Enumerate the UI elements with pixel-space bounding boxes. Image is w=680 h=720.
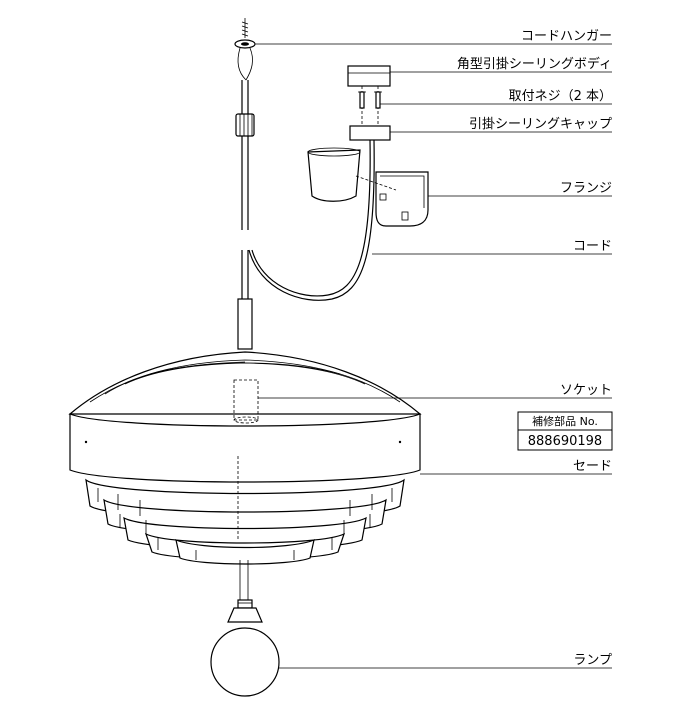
part-number-box: 補修部品 No. 888690198	[517, 411, 613, 451]
label-cord: コード	[573, 239, 612, 254]
label-cord-hanger: コードハンガー	[521, 29, 612, 44]
part-number-title: 補修部品 No.	[532, 414, 598, 428]
screws-part	[358, 86, 382, 128]
label-socket: ソケット	[560, 383, 612, 398]
label-shade: セード	[573, 459, 612, 474]
leader-lines	[255, 43, 612, 669]
label-ceiling-cap: 引掛シーリングキャップ	[469, 117, 612, 132]
cord-hanger-part	[234, 18, 256, 115]
flange-part	[307, 147, 429, 227]
label-ceiling-body: 角型引掛シーリングボディ	[457, 56, 612, 72]
ceiling-cap-part	[349, 125, 391, 141]
label-lamp: ランプ	[573, 653, 612, 668]
cord-line	[251, 139, 371, 297]
lamp-part	[210, 599, 280, 697]
cord-gripper-part	[235, 113, 255, 300]
part-number-value: 888690198	[528, 434, 602, 449]
label-flange: フランジ	[560, 181, 612, 196]
stem-part	[237, 298, 253, 350]
ceiling-body-part	[347, 65, 391, 87]
shade-part	[68, 351, 422, 600]
label-screws: 取付ネジ（2 本）	[509, 89, 612, 104]
part-labels: コードハンガー 角型引掛シーリングボディ 取付ネジ（2 本） 引掛シーリングキャ…	[457, 29, 612, 668]
